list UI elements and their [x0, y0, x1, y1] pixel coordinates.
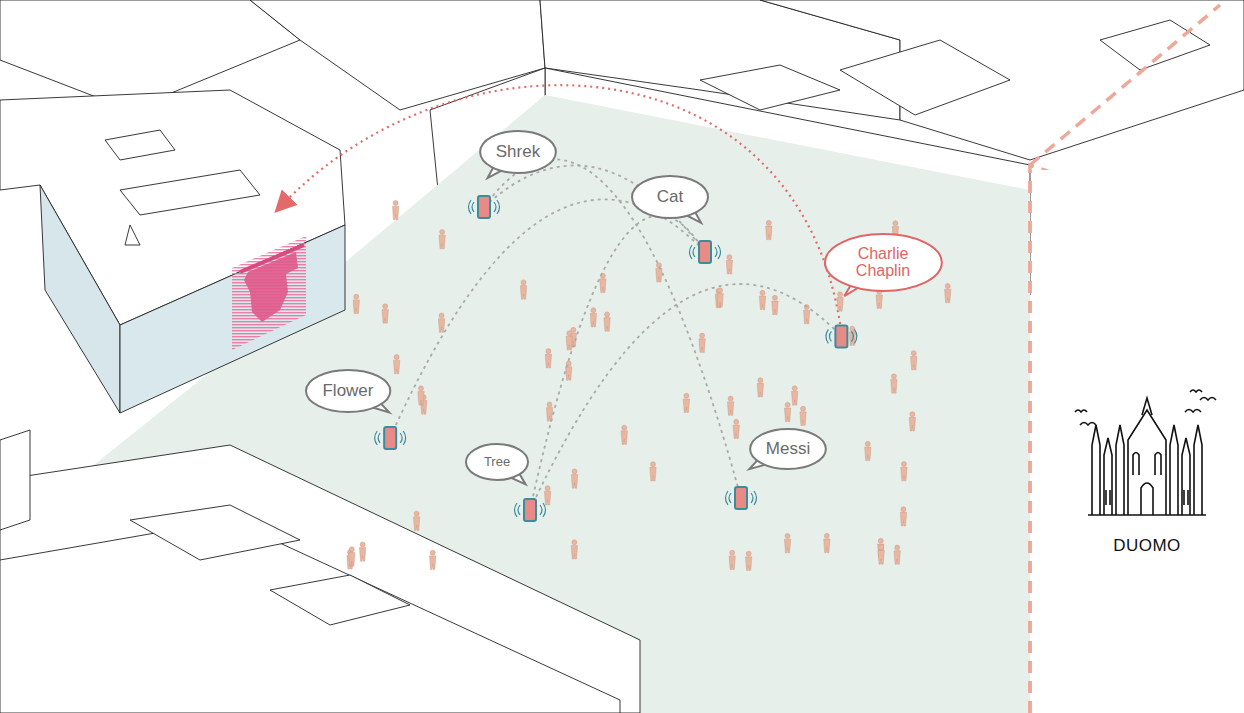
bubble-shape [303, 367, 409, 452]
bubble-shape [463, 441, 549, 524]
bubble-text: Messi [766, 440, 810, 458]
bubble-text: Flower [322, 382, 373, 400]
phone-icon [384, 427, 396, 449]
landmark-label: DUOMO [1113, 536, 1181, 556]
speech-bubble: Cat [629, 173, 724, 266]
bubble-text: Charlie Chaplin [845, 245, 921, 280]
duomo-icon [1075, 390, 1216, 515]
phone-icon [699, 241, 711, 263]
signal-arc [484, 159, 741, 498]
bubble-text: Shrek [496, 143, 540, 161]
speech-bubble: Tree [463, 441, 549, 524]
speech-bubble: Flower [303, 367, 409, 452]
bubble-text: Cat [657, 188, 683, 206]
signal-arc [530, 284, 841, 510]
signal-arc [530, 215, 705, 510]
phone-icon [478, 196, 490, 218]
phone-icon [835, 325, 847, 347]
phone-icon [524, 499, 536, 521]
speech-bubble: Charlie Chaplin [822, 231, 945, 350]
speech-bubble: Shrek [465, 128, 559, 221]
speech-bubble: Messi [722, 426, 829, 512]
phone-icon [735, 487, 747, 509]
bubble-text: Tree [484, 455, 510, 469]
